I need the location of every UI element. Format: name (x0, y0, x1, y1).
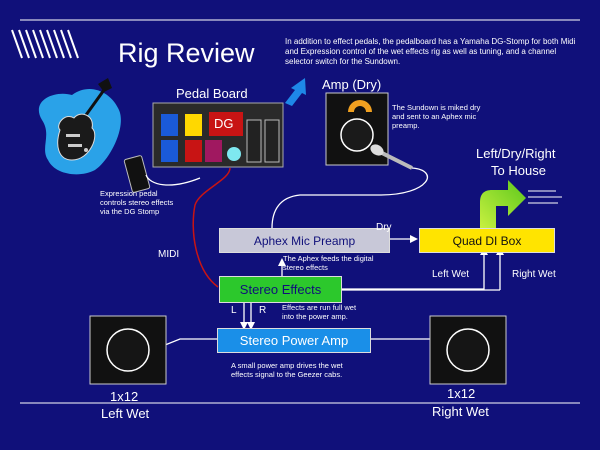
stereo-effects-box: Stereo Effects (219, 276, 342, 303)
left-wet-label: Left Wet (432, 269, 470, 280)
midi-cable (192, 167, 231, 288)
midi-label: MIDI (158, 249, 180, 260)
pedal-blue-top (161, 114, 178, 136)
right-cab-label-2: Right Wet (432, 404, 489, 419)
stereo-power-amp-label: Stereo Power Amp (239, 333, 349, 348)
left-cab-label-1: 1x12 (110, 389, 139, 404)
expression-pedal-icon (123, 155, 151, 193)
right-cab-label-1: 1x12 (447, 386, 476, 401)
left-cab-icon (89, 315, 167, 385)
pedal-red (185, 140, 202, 162)
pedal-board-label: Pedal Board (176, 86, 248, 101)
house-label-2: To House (491, 163, 546, 178)
effects-note: Effects are run full wet into the power … (282, 303, 357, 321)
output-lines (528, 190, 562, 204)
stereo-power-amp-box: Stereo Power Amp (217, 328, 371, 353)
intro-text: In addition to effect pedals, the pedalb… (285, 37, 576, 66)
right-channel-label: R (259, 305, 267, 316)
quad-di-label: Quad DI Box (452, 233, 522, 248)
pedal-blue-bottom (161, 140, 178, 162)
right-cab-icon (429, 315, 507, 385)
pedal-yellow (185, 114, 202, 136)
tuner-knob (227, 147, 241, 161)
microphone-icon (370, 144, 413, 170)
corner-stripes (11, 29, 79, 59)
quad-di-box: Quad DI Box (419, 228, 555, 253)
left-cab-label-2: Left Wet (101, 406, 150, 421)
preamp-note: The Aphex feeds the digital stereo effec… (283, 254, 374, 272)
left-channel-label: L (231, 305, 237, 316)
amp-note: The Sundown is miked dry and sent to an … (392, 103, 481, 130)
pedal-purple (205, 140, 222, 162)
power-amp-note: A small power amp drives the wet effects… (231, 361, 343, 379)
amp-icon (325, 92, 389, 166)
guitar-icon (38, 78, 121, 175)
dry-label: Dry (376, 222, 392, 233)
aphex-preamp-box: Aphex Mic Preamp (219, 228, 390, 253)
slide-title: Rig Review (118, 38, 255, 68)
house-arrow-icon (480, 180, 526, 228)
amp-label: Amp (Dry) (322, 77, 382, 92)
pedal-board (152, 102, 284, 168)
right-wet-label: Right Wet (512, 269, 556, 280)
house-label-1: Left/Dry/Right (476, 146, 556, 161)
aphex-preamp-label: Aphex Mic Preamp (253, 233, 356, 248)
stereo-effects-label: Stereo Effects (239, 282, 322, 297)
expression-note: Expression pedal controls stereo effects… (100, 189, 174, 216)
dg-label: DG (214, 116, 234, 131)
dg-stomp (209, 112, 243, 136)
up-arrow-icon (285, 78, 306, 106)
